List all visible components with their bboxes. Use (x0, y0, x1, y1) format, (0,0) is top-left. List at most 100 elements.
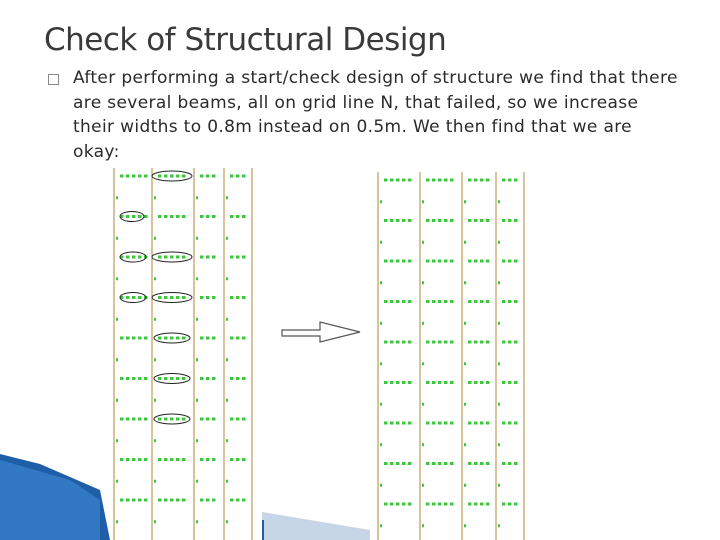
beam-label-mark (450, 502, 454, 506)
beam-tick-mark (226, 479, 228, 483)
beam-label-mark (182, 498, 186, 502)
beam-label-mark (206, 174, 210, 178)
beam-label-mark (514, 340, 518, 344)
beam-label-mark (474, 259, 478, 263)
beam-label-mark (438, 259, 442, 263)
beam-label-mark (502, 219, 506, 222)
beam-tick-mark (422, 443, 424, 447)
beam-label-mark (426, 300, 430, 303)
beam-label-mark (120, 458, 124, 461)
beam-label-mark (170, 417, 174, 421)
beam-label-mark (408, 381, 412, 384)
beam-label-mark (514, 421, 518, 425)
beam-label-mark (402, 219, 406, 222)
beam-label-mark (474, 462, 478, 465)
beam-label-mark (158, 498, 162, 502)
ellipse-highlight-icon (151, 251, 193, 263)
beam-tick-mark (422, 240, 424, 244)
beam-label-mark (176, 458, 180, 461)
beam-label-mark (230, 255, 234, 259)
beam-label-mark (132, 336, 136, 340)
beam-label-mark (444, 340, 448, 344)
beam-label-mark (508, 340, 512, 344)
beam-label-mark (432, 178, 436, 182)
beam-label-mark (182, 458, 186, 461)
beam-tick-mark (154, 196, 156, 200)
beam-label-mark (126, 336, 130, 340)
beam-label-mark (486, 259, 490, 263)
beam-tick-mark (116, 317, 118, 321)
beam-tick-mark (422, 402, 424, 406)
beam-tick-mark (196, 277, 198, 281)
beam-label-mark (384, 340, 388, 344)
beam-label-mark (408, 219, 412, 222)
ellipse-highlight-icon (153, 413, 191, 425)
beam-tick-mark (464, 402, 466, 406)
beam-tick-mark (464, 240, 466, 244)
beam-label-mark (468, 178, 472, 182)
beam-label-mark (438, 381, 442, 384)
beam-tick-mark (196, 236, 198, 240)
beam-label-mark (474, 178, 478, 182)
beam-label-mark (438, 219, 442, 222)
beam-label-mark (242, 296, 246, 299)
beam-label-mark (486, 219, 490, 222)
beam-label-mark (126, 498, 130, 502)
beam-label-mark (390, 178, 394, 182)
beam-tick-mark (380, 321, 382, 325)
beam-label-mark (432, 462, 436, 465)
beam-label-mark (468, 502, 472, 506)
beam-label-mark (396, 259, 400, 263)
beam-label-mark (384, 381, 388, 384)
beam-label-mark (132, 377, 136, 380)
beam-tick-mark (380, 402, 382, 406)
beam-label-mark (132, 174, 136, 178)
beam-label-mark (426, 259, 430, 263)
beam-label-mark (502, 502, 506, 506)
beam-label-mark (474, 381, 478, 384)
ellipse-highlight-icon (119, 292, 147, 303)
beam-label-mark (486, 178, 490, 182)
beam-label-mark (468, 421, 472, 425)
beam-tick-mark (464, 281, 466, 285)
beam-label-mark (182, 296, 186, 299)
beam-tick-mark (380, 443, 382, 447)
beam-label-mark (212, 296, 216, 299)
beam-label-mark (402, 259, 406, 263)
beam-label-mark (486, 421, 490, 425)
beam-label-mark (480, 502, 484, 506)
beam-label-mark (502, 178, 506, 182)
beam-label-mark (508, 259, 512, 263)
beam-label-mark (450, 421, 454, 425)
frame-plan-after (377, 172, 525, 540)
beam-tick-mark (464, 524, 466, 528)
beam-label-mark (242, 377, 246, 380)
beam-label-mark (144, 458, 148, 461)
beam-label-mark (200, 215, 204, 218)
beam-label-mark (444, 259, 448, 263)
beam-tick-mark (226, 439, 228, 443)
beam-label-mark (132, 255, 136, 259)
beam-label-mark (176, 215, 180, 218)
beam-label-mark (450, 219, 454, 222)
beam-label-mark (390, 421, 394, 425)
beam-label-mark (502, 259, 506, 263)
beam-label-mark (242, 417, 246, 421)
beam-label-mark (176, 377, 180, 380)
beam-label-mark (444, 219, 448, 222)
beam-label-mark (138, 296, 142, 299)
beam-label-mark (200, 498, 204, 502)
beam-label-mark (432, 421, 436, 425)
beam-label-mark (514, 178, 518, 182)
beam-label-mark (164, 174, 168, 178)
beam-label-mark (384, 462, 388, 465)
beam-tick-mark (226, 236, 228, 240)
beam-label-mark (426, 381, 430, 384)
beam-tick-mark (498, 524, 500, 528)
beam-label-mark (468, 381, 472, 384)
beam-label-mark (480, 219, 484, 222)
beam-label-mark (236, 417, 240, 421)
beam-label-mark (432, 340, 436, 344)
beam-label-mark (450, 300, 454, 303)
beam-tick-mark (380, 483, 382, 487)
